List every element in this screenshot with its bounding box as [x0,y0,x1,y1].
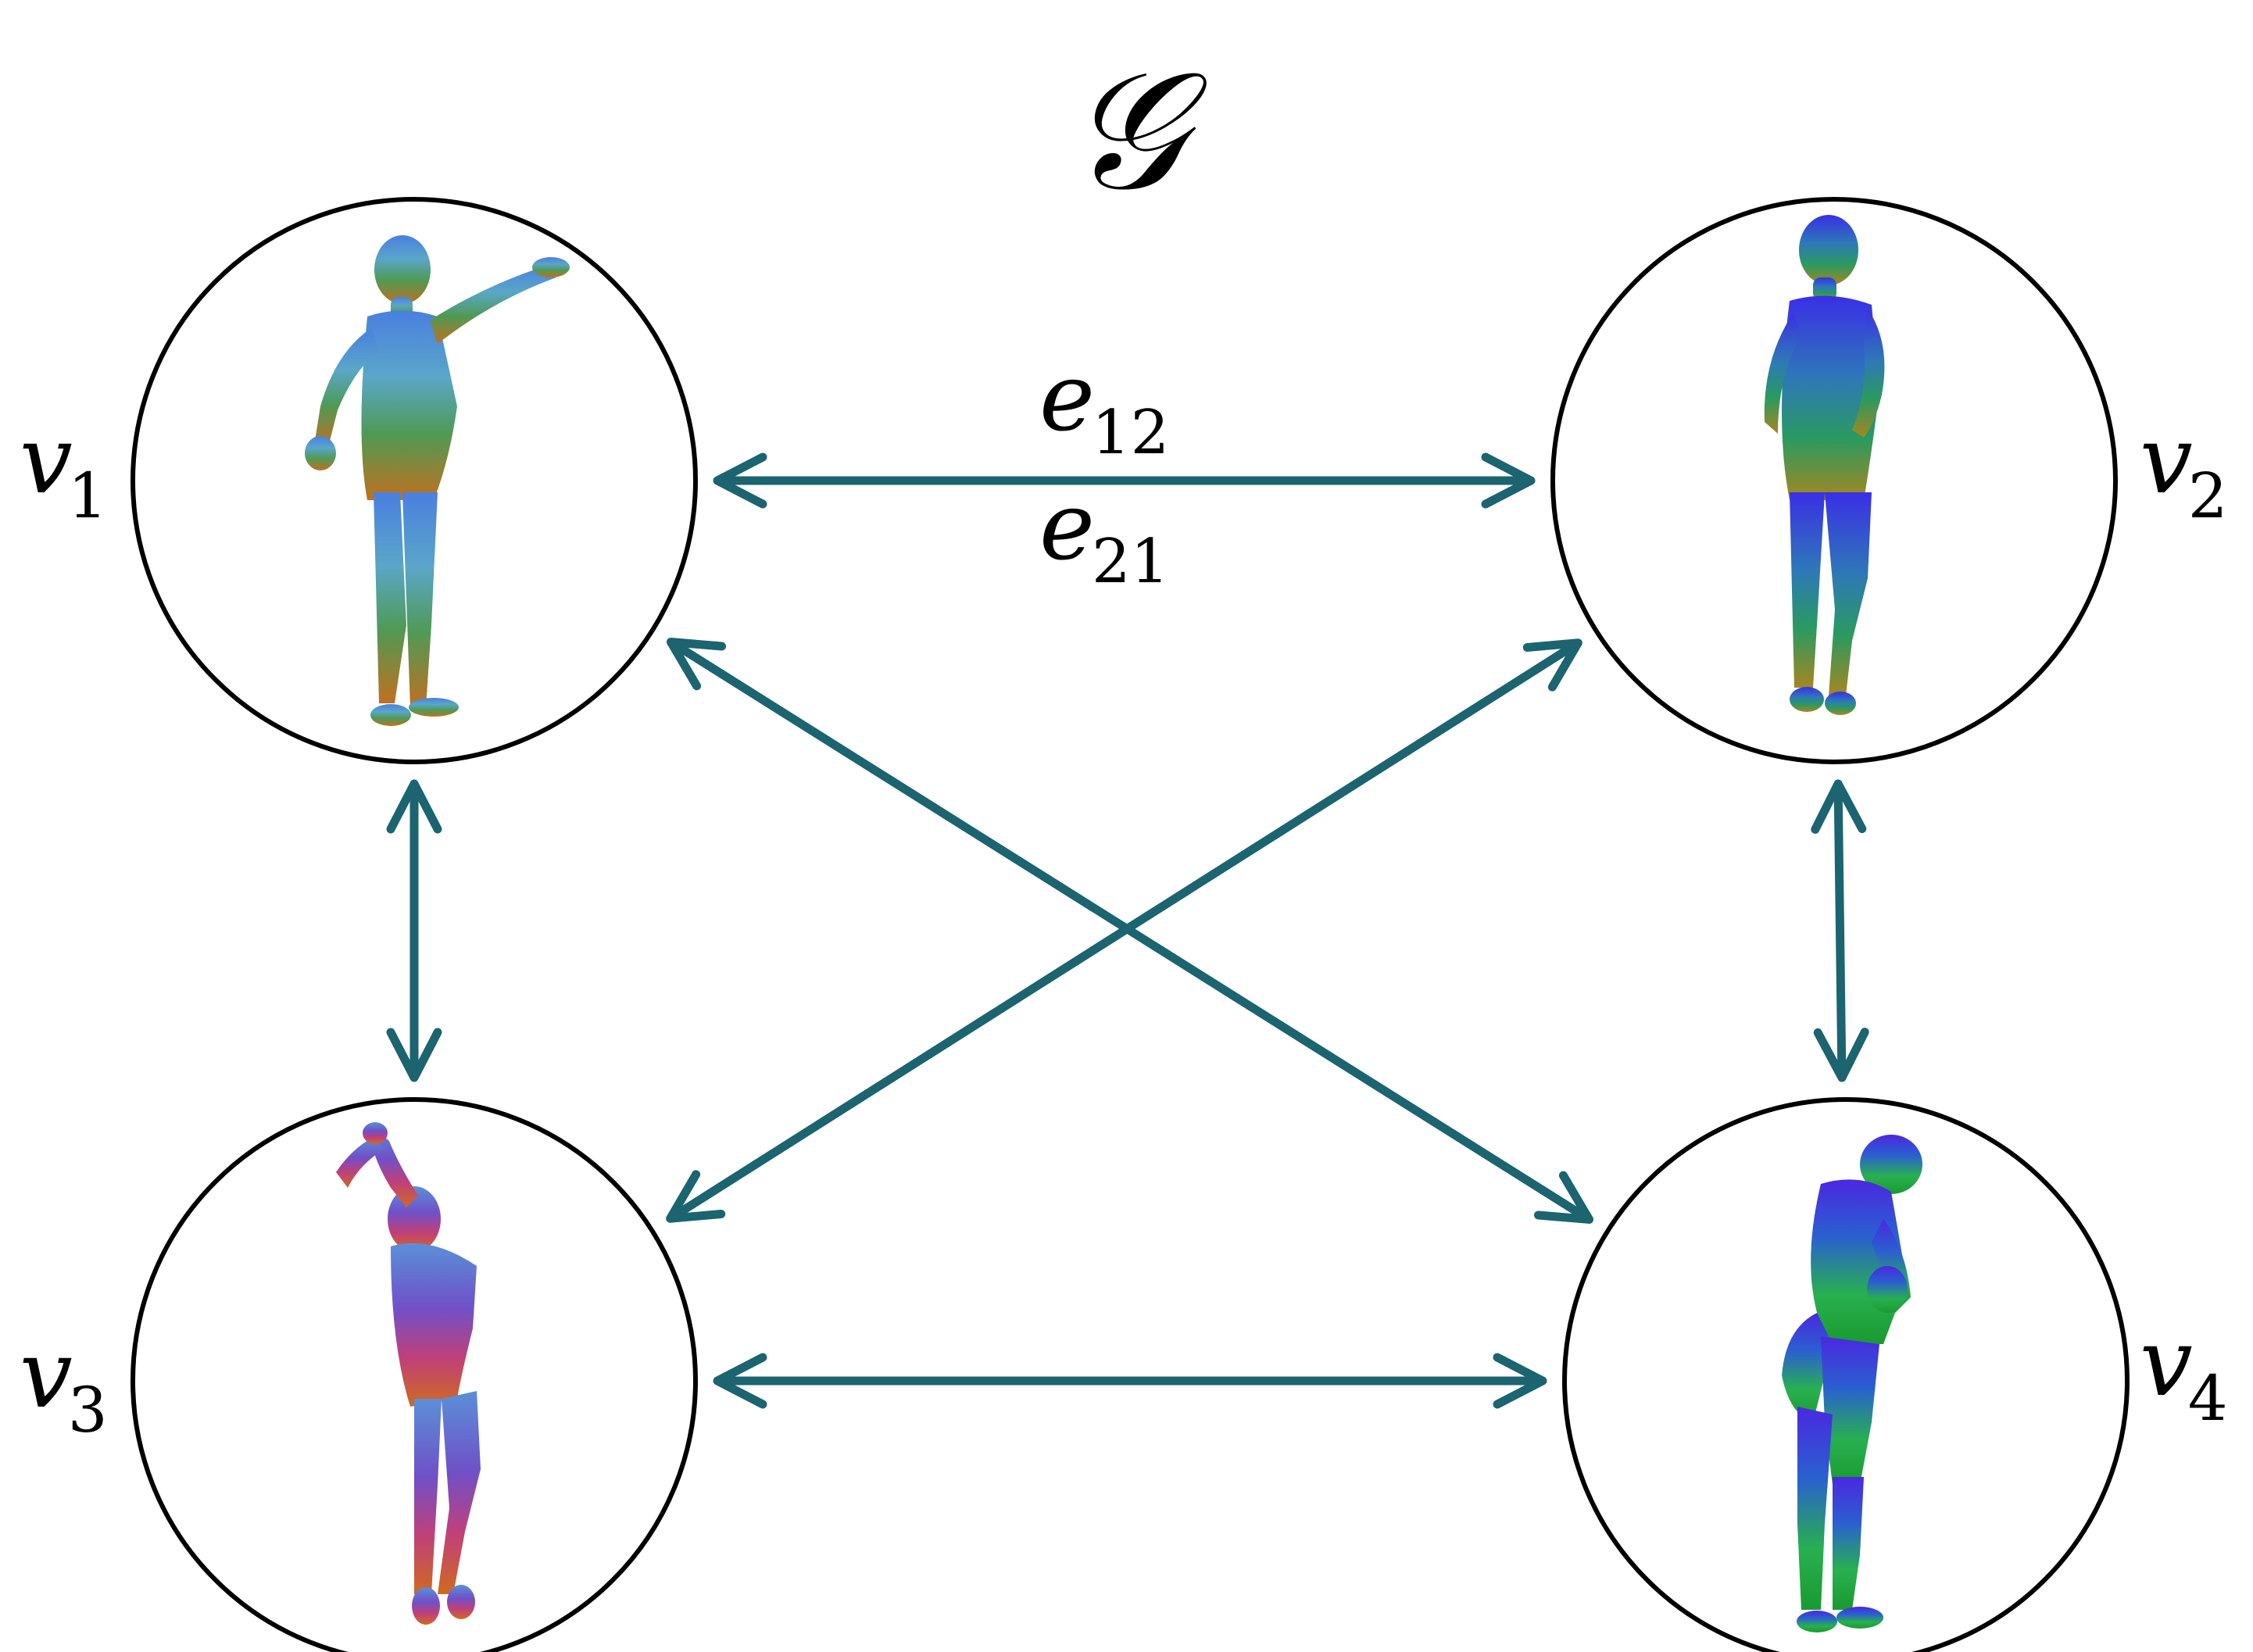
graph-title: 𝒢 [1067,35,1207,227]
node-v3-circle [131,1097,698,1652]
edge-label-e12: e12 [1039,344,1169,468]
arrowhead-to-v1 [713,452,767,509]
edge-v1-v2 [713,452,1536,509]
arrowhead-to-v3 [666,1170,726,1223]
node-v4-circle [1562,1097,2130,1652]
node-v3-figure-icon [336,1122,481,1625]
node-v2-circle [1550,197,2118,764]
edge-label-e21: e21 [1039,473,1169,597]
node-v3-label: v3 [20,1321,108,1446]
node-v1-circle [131,197,698,764]
arrowhead-to-v1 [666,638,727,691]
node-v1-label: v1 [20,406,108,532]
edge-v1-v3 [386,779,442,1082]
edge-v3-v4 [713,1353,1547,1409]
arrowhead-to-v2 [1481,452,1536,509]
arrowhead-to-v1 [386,779,442,834]
node-v2-label: v2 [2140,406,2228,532]
edge-v2-v4 [1811,779,1869,1082]
edge-v2-v3 [666,638,1582,1223]
node-v1-figure-icon [305,235,570,726]
node-v4-figure-icon [1782,1135,1922,1632]
node-v4-label: v4 [2140,1309,2228,1435]
edges-layer [386,452,1869,1409]
node-v2-figure-icon [1764,215,1885,715]
arrowhead-to-v4 [1493,1353,1547,1409]
edge-line-v2-v4 [1833,783,1847,1078]
arrowhead-to-v3 [386,1028,442,1082]
arrowhead-to-v2 [1522,638,1582,692]
arrowhead-to-v3 [713,1353,767,1409]
edge-line-v2-v3 [667,639,1581,1222]
arrowhead-to-v4 [1813,1028,1869,1082]
arrowhead-to-v2 [1811,779,1867,834]
arrowhead-to-v4 [1533,1171,1594,1224]
